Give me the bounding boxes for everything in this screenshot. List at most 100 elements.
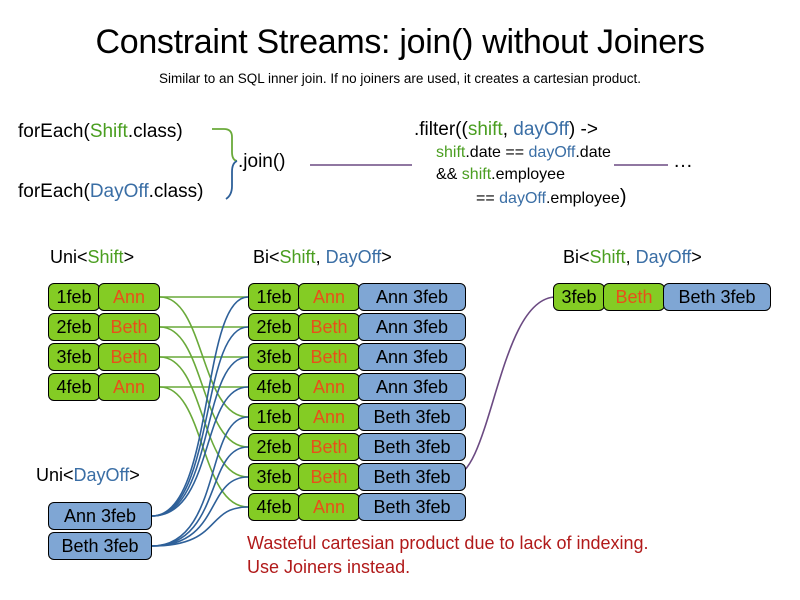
cartesian-employee-cell: Beth bbox=[298, 463, 360, 491]
cartesian-dayoff-cell: Ann 3feb bbox=[358, 343, 466, 371]
caption-bi-right-type2: DayOff bbox=[635, 247, 692, 267]
shift-employee-cell: Beth bbox=[98, 313, 160, 341]
filter-param-comma: , bbox=[502, 119, 514, 140]
foreach-shift-expression: forEach(Shift.class) bbox=[18, 120, 183, 144]
foreach-shift-suffix: .class) bbox=[127, 121, 183, 142]
caption-uni-dayoff-type: DayOff bbox=[73, 465, 130, 485]
cartesian-dayoff-cell: Beth 3feb bbox=[358, 433, 466, 461]
caption-uni-dayoff-pre: Uni< bbox=[36, 465, 74, 485]
filter-line2-shift: shift bbox=[436, 144, 466, 161]
filter-line-1: .filter((shift, dayOff) -> bbox=[414, 118, 626, 142]
caption-uni-dayoff: Uni<DayOff> bbox=[36, 464, 140, 486]
filter-line2-a: .date == bbox=[465, 144, 529, 161]
cartesian-employee-cell: Ann bbox=[298, 283, 360, 311]
caption-bi-mid-type2: DayOff bbox=[325, 247, 382, 267]
caption-uni-shift-post: > bbox=[123, 247, 135, 267]
join-call-label: .join() bbox=[238, 151, 286, 172]
shift-date-cell: 1feb bbox=[48, 283, 100, 311]
shift-employee-cell: Beth bbox=[98, 343, 160, 371]
foreach-dayoff-suffix: .class) bbox=[148, 181, 204, 202]
filter-expression: .filter((shift, dayOff) -> shift.date ==… bbox=[414, 118, 626, 210]
caption-uni-dayoff-post: > bbox=[129, 465, 140, 485]
cartesian-date-cell: 2feb bbox=[248, 313, 300, 341]
cartesian-dayoff-cell: Ann 3feb bbox=[358, 373, 466, 401]
caption-bi-mid-sep: , bbox=[315, 247, 326, 267]
cartesian-date-cell: 1feb bbox=[248, 283, 300, 311]
foreach-shift-type: Shift bbox=[89, 121, 128, 142]
cartesian-dayoff-cell: Beth 3feb bbox=[358, 403, 466, 431]
caption-bi-right-type1: Shift bbox=[589, 247, 626, 267]
shift-employee-cell: Ann bbox=[98, 283, 160, 311]
page-subtitle: Similar to an SQL inner join. If no join… bbox=[159, 71, 641, 86]
cartesian-employee-cell: Ann bbox=[298, 373, 360, 401]
caption-bi-middle: Bi<Shift, DayOff> bbox=[253, 246, 392, 268]
filter-line4-b: .employee bbox=[545, 190, 620, 207]
cartesian-dayoff-cell: Ann 3feb bbox=[358, 283, 466, 311]
cartesian-employee-cell: Ann bbox=[298, 403, 360, 431]
caption-bi-right-pre: Bi< bbox=[563, 247, 590, 267]
caption-uni-shift-pre: Uni< bbox=[50, 247, 88, 267]
dayoff-fact-row: Beth 3feb bbox=[48, 532, 152, 560]
dayoff-label-cell: Beth 3feb bbox=[48, 532, 152, 560]
cartesian-date-cell: 1feb bbox=[248, 403, 300, 431]
cartesian-dayoff-cell: Beth 3feb bbox=[358, 463, 466, 491]
caption-uni-shift-type: Shift bbox=[87, 247, 124, 267]
cartesian-dayoff-cell: Beth 3feb bbox=[358, 493, 466, 521]
shift-date-cell: 2feb bbox=[48, 313, 100, 341]
cartesian-date-cell: 4feb bbox=[248, 493, 300, 521]
cartesian-dayoff-cell: Ann 3feb bbox=[358, 313, 466, 341]
filter-line-3: && shift.employee bbox=[414, 164, 626, 186]
cartesian-date-cell: 4feb bbox=[248, 373, 300, 401]
cartesian-employee-cell: Beth bbox=[298, 343, 360, 371]
foreach-dayoff-type: DayOff bbox=[89, 181, 149, 202]
warning-line-2: Use Joiners instead. bbox=[247, 557, 411, 577]
filter-line1-arrow: ) -> bbox=[568, 119, 598, 140]
result-employee-cell: Beth bbox=[603, 283, 665, 311]
page-title: Constraint Streams: join() without Joine… bbox=[95, 23, 705, 61]
filter-line3-b: .employee bbox=[491, 166, 565, 183]
result-date-cell: 3feb bbox=[553, 283, 605, 311]
ellipsis-label: … bbox=[673, 150, 694, 172]
filter-line4-eq: == bbox=[476, 190, 500, 207]
cartesian-employee-cell: Beth bbox=[298, 433, 360, 461]
caption-bi-right-sep: , bbox=[625, 247, 636, 267]
cartesian-employee-cell: Ann bbox=[298, 493, 360, 521]
filter-param-shift: shift bbox=[467, 119, 503, 140]
filter-line-4: == dayOff.employee) bbox=[414, 186, 626, 210]
foreach-dayoff-prefix: forEach( bbox=[18, 181, 90, 202]
filter-line3-and: && bbox=[436, 166, 462, 183]
result-dayoff-cell: Beth 3feb bbox=[663, 283, 771, 311]
dayoff-label-cell: Ann 3feb bbox=[48, 502, 152, 530]
filter-line2-dayoff: dayOff bbox=[528, 144, 576, 161]
filter-line4-close: ) bbox=[619, 186, 627, 208]
shift-date-cell: 3feb bbox=[48, 343, 100, 371]
cartesian-employee-cell: Beth bbox=[298, 313, 360, 341]
cartesian-date-cell: 3feb bbox=[248, 463, 300, 491]
caption-bi-right-post: > bbox=[691, 247, 702, 267]
caption-bi-right: Bi<Shift, DayOff> bbox=[563, 246, 702, 268]
caption-uni-shift: Uni<Shift> bbox=[50, 246, 134, 268]
filter-param-dayoff: dayOff bbox=[513, 119, 569, 140]
caption-bi-mid-post: > bbox=[381, 247, 392, 267]
cartesian-date-cell: 3feb bbox=[248, 343, 300, 371]
caption-bi-mid-type1: Shift bbox=[279, 247, 316, 267]
filter-line1-open: .filter(( bbox=[414, 119, 468, 140]
warning-line-1: Wasteful cartesian product due to lack o… bbox=[247, 533, 649, 553]
foreach-dayoff-expression: forEach(DayOff.class) bbox=[18, 180, 204, 204]
foreach-shift-prefix: forEach( bbox=[18, 121, 90, 142]
filter-line2-b: .date bbox=[575, 144, 611, 161]
